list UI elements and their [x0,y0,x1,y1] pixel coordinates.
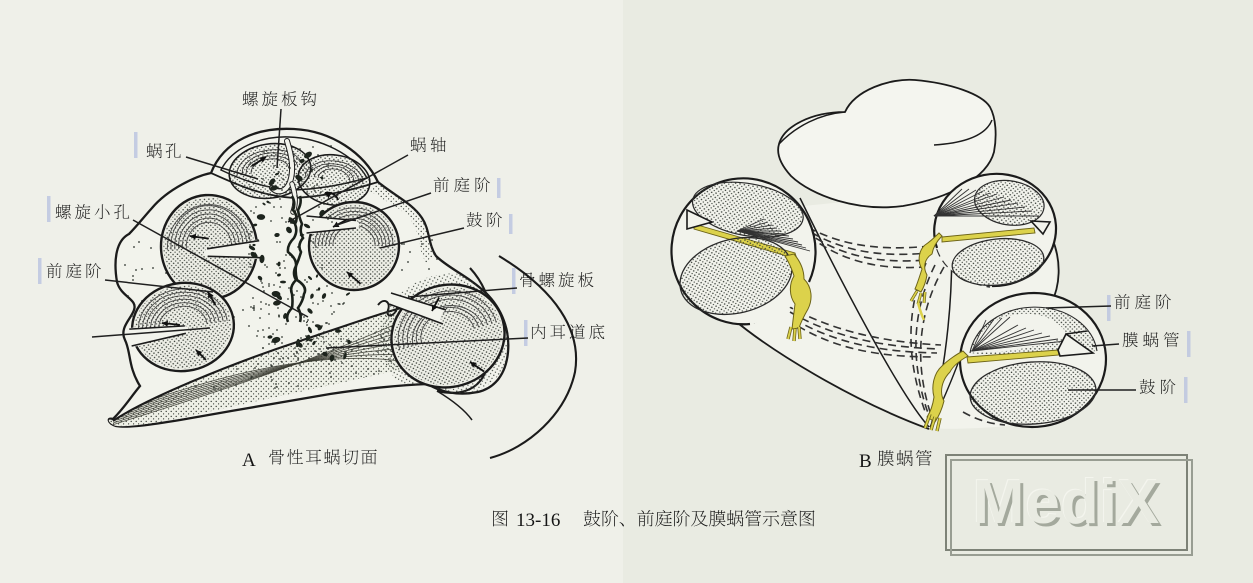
svg-text:B: B [859,451,872,472]
svg-text:A: A [242,450,256,471]
svg-text:13-16: 13-16 [516,510,560,531]
